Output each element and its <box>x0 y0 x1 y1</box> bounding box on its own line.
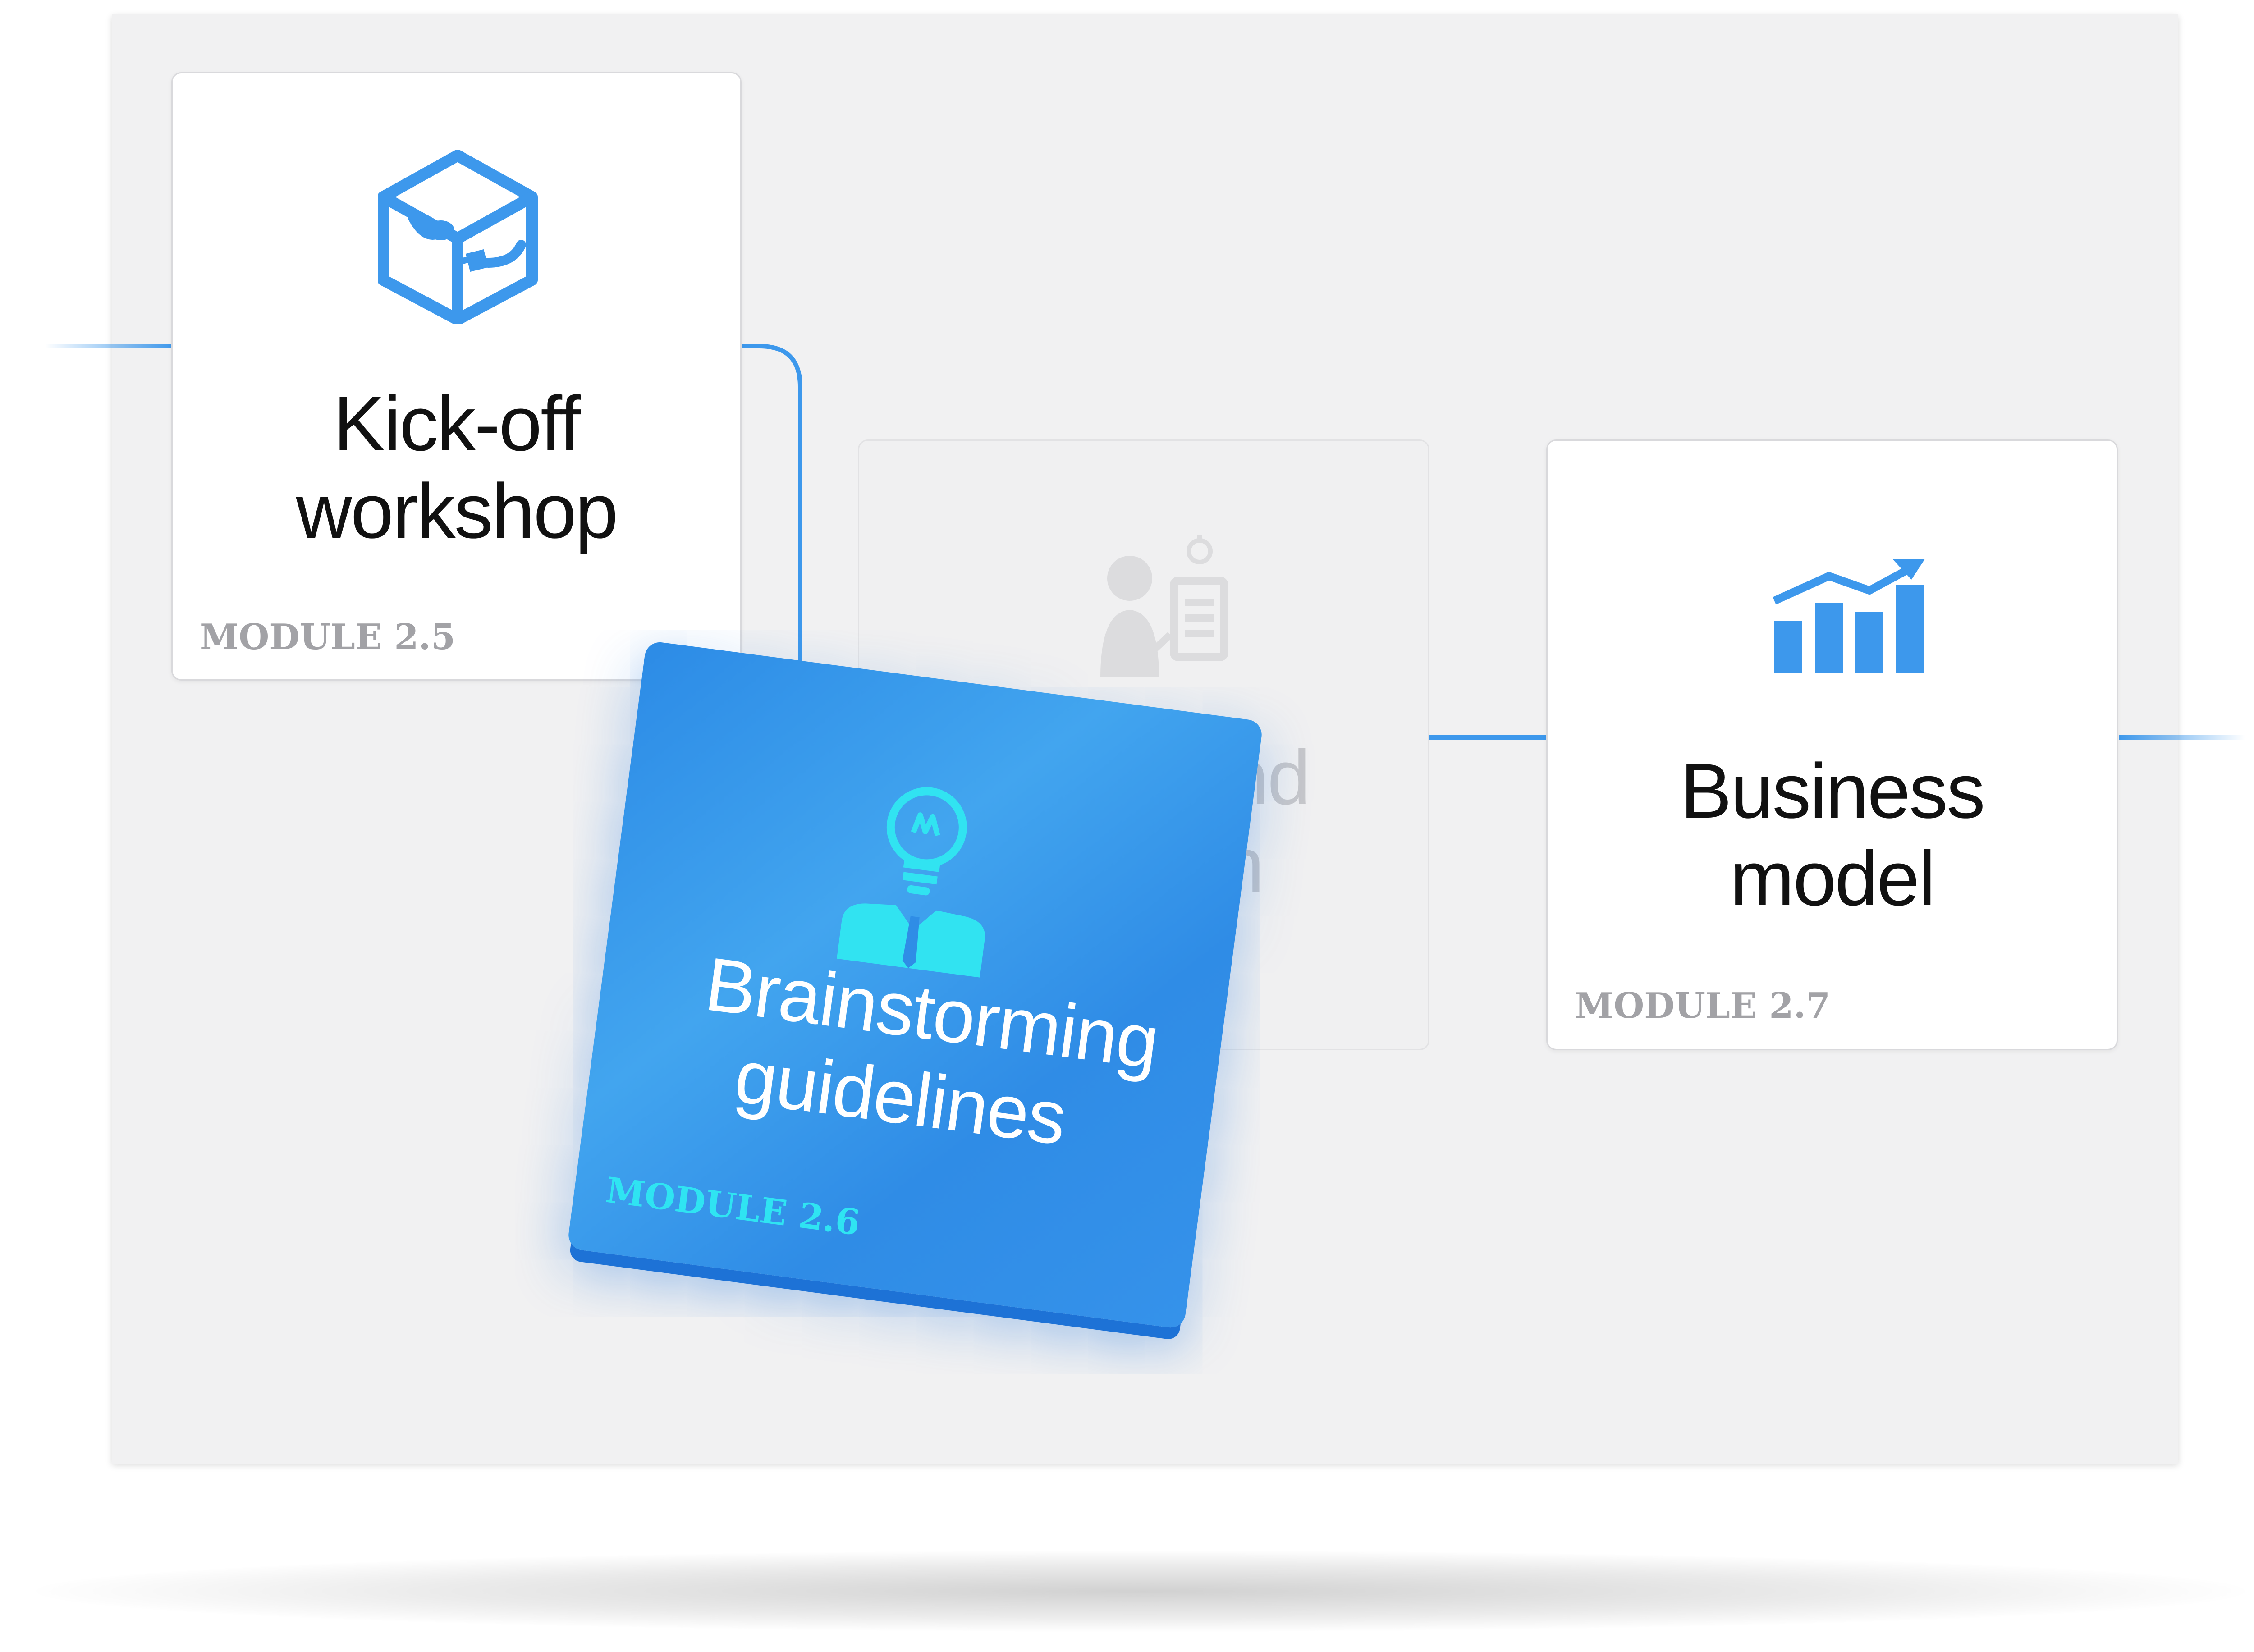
module-card-kickoff[interactable]: Kick-off workshop MODULE 2.5 <box>171 72 742 681</box>
module-card-business[interactable]: Business model MODULE 2.7 <box>1546 439 2118 1050</box>
module-label-kickoff: MODULE 2.5 <box>200 617 456 658</box>
card-title-business: Business model <box>1680 748 1985 922</box>
cube-plug-icon <box>378 150 538 324</box>
module-label-business: MODULE 2.7 <box>1575 985 1831 1026</box>
connector-kickoff-to-research <box>739 344 802 663</box>
person-clipboard-stopwatch-icon <box>1100 535 1228 677</box>
connector-left-fade <box>45 344 174 348</box>
card-title-kickoff: Kick-off workshop <box>296 380 618 554</box>
lightbulb-person-icon <box>837 787 985 978</box>
bar-chart-trend-icon <box>1773 559 1925 673</box>
floor-shadow <box>36 1551 2245 1632</box>
connector-research-to-business <box>1429 735 1553 740</box>
module-label-brainstorming: MODULE 2.6 <box>603 1169 862 1244</box>
connector-right-fade <box>2119 735 2245 740</box>
module-card-brainstorming[interactable]: Brainstorming guidelines MODULE 2.6 <box>567 640 1264 1330</box>
